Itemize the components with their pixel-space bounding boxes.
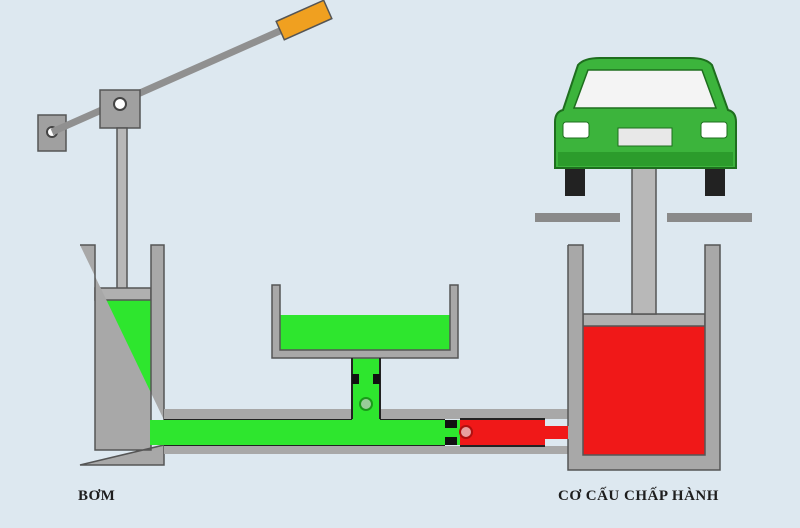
car-icon	[554, 57, 737, 196]
check-valve-icon	[359, 397, 373, 411]
actuator-cylinder	[535, 167, 752, 471]
pump-cylinder	[79, 244, 165, 466]
pump-label: BƠM	[78, 488, 116, 504]
actuator-label: CƠ CẤU CHẤP HÀNH	[558, 488, 719, 504]
high-pressure-pipe	[460, 420, 545, 445]
reservoir	[271, 284, 459, 422]
lever-icon	[37, 0, 333, 291]
low-pressure-pipe	[150, 420, 460, 445]
